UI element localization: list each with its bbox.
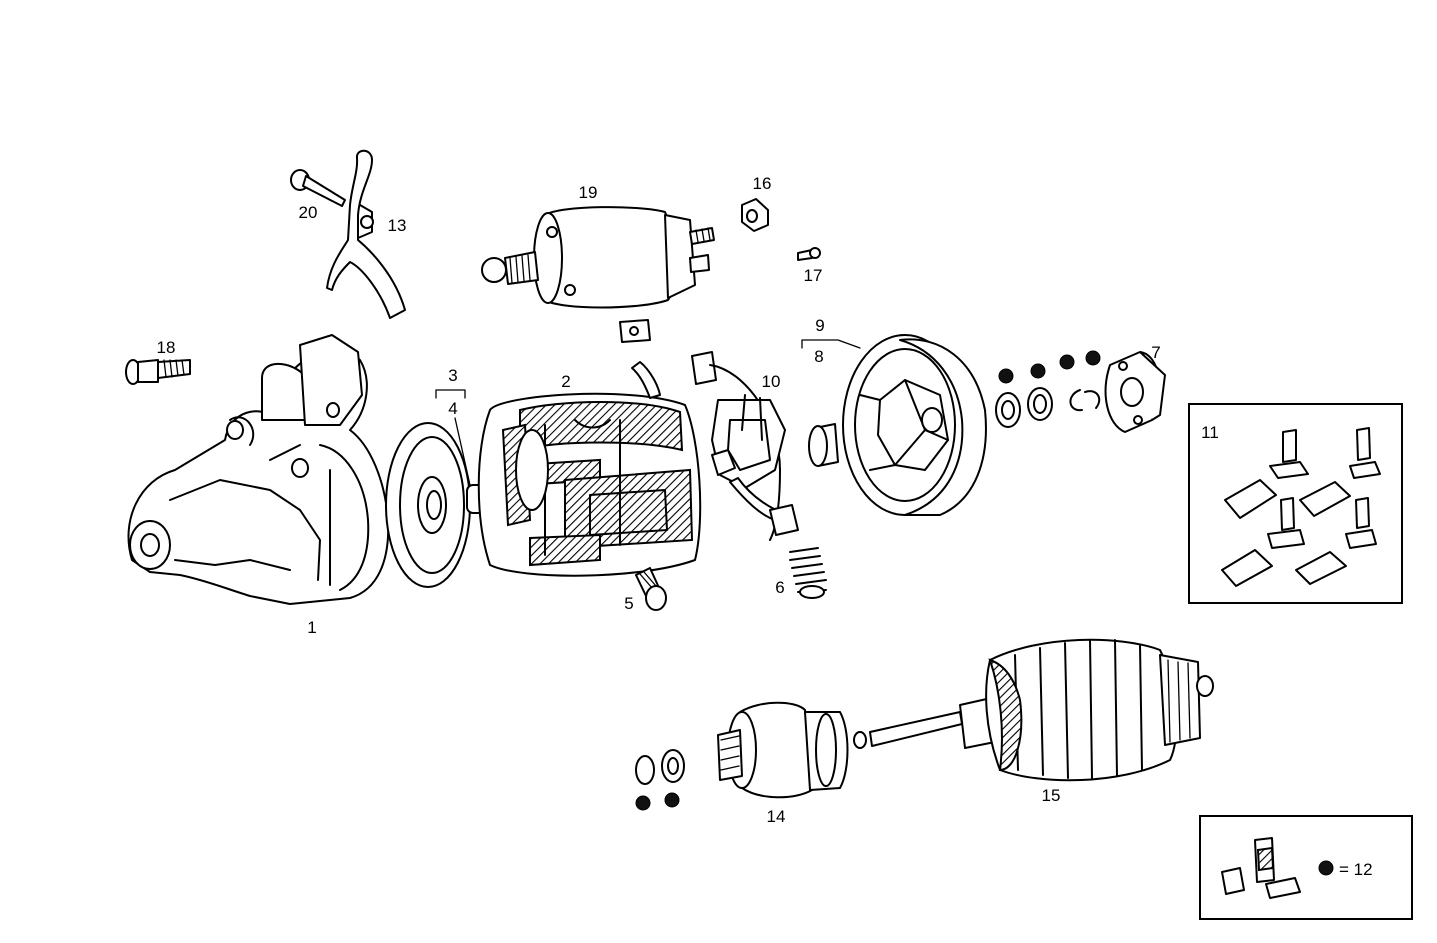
brush-kit-box-11 (1188, 403, 1403, 604)
nut-16 (741, 198, 769, 232)
lubricant-dot-icon (664, 792, 680, 808)
callout-10: 10 (762, 372, 781, 391)
leader-line-4 (454, 417, 471, 486)
shift-fork-13 (326, 149, 406, 319)
pin-20 (290, 169, 346, 207)
bracket-3-4 (435, 389, 466, 399)
bracket-8-9 (801, 339, 861, 349)
callout-5: 5 (624, 594, 633, 613)
brush-d (1295, 497, 1377, 585)
callout-18: 18 (157, 338, 176, 357)
lubricant-dot-legend-icon (1318, 860, 1334, 876)
lubricant-dot-icon (635, 795, 651, 811)
callout-7: 7 (1151, 343, 1160, 362)
screw-17 (797, 247, 821, 261)
solenoid-19 (481, 206, 715, 309)
drive-pinion-14 (635, 701, 867, 799)
callout-19: 19 (579, 183, 598, 202)
field-frame-2 (477, 319, 702, 577)
callout-9: 9 (815, 316, 824, 335)
drive-end-housing (127, 334, 390, 605)
brush-holder-10 (691, 351, 799, 541)
callout-2: 2 (561, 372, 570, 391)
callout-15: 15 (1042, 786, 1061, 805)
brush-c (1221, 497, 1305, 587)
callout-6: 6 (775, 578, 784, 597)
callout-13: 13 (388, 216, 407, 235)
callout-20: 20 (299, 203, 318, 222)
lubricant-legend-box (1199, 815, 1413, 920)
callout-8: 8 (814, 347, 823, 366)
commutator-end-frame-9 (842, 334, 987, 516)
callout-17: 17 (804, 266, 823, 285)
brush-a (1224, 429, 1309, 519)
armature-15 (869, 638, 1214, 782)
bushing-8 (808, 423, 839, 467)
intermediate-plate-3-4 (385, 422, 496, 588)
callout-14: 14 (767, 807, 786, 826)
bolt-18 (125, 359, 191, 385)
legend-equals-12: = 12 (1339, 860, 1373, 879)
callout-16: 16 (753, 174, 772, 193)
spring-6 (789, 547, 827, 599)
end-cap-assembly-7 (995, 350, 1166, 433)
brush-b (1299, 427, 1381, 517)
screw-5 (635, 567, 667, 611)
callout-3: 3 (448, 366, 457, 385)
callout-11: 11 (1201, 423, 1219, 442)
callout-4: 4 (448, 399, 457, 418)
callout-1: 1 (307, 618, 316, 637)
